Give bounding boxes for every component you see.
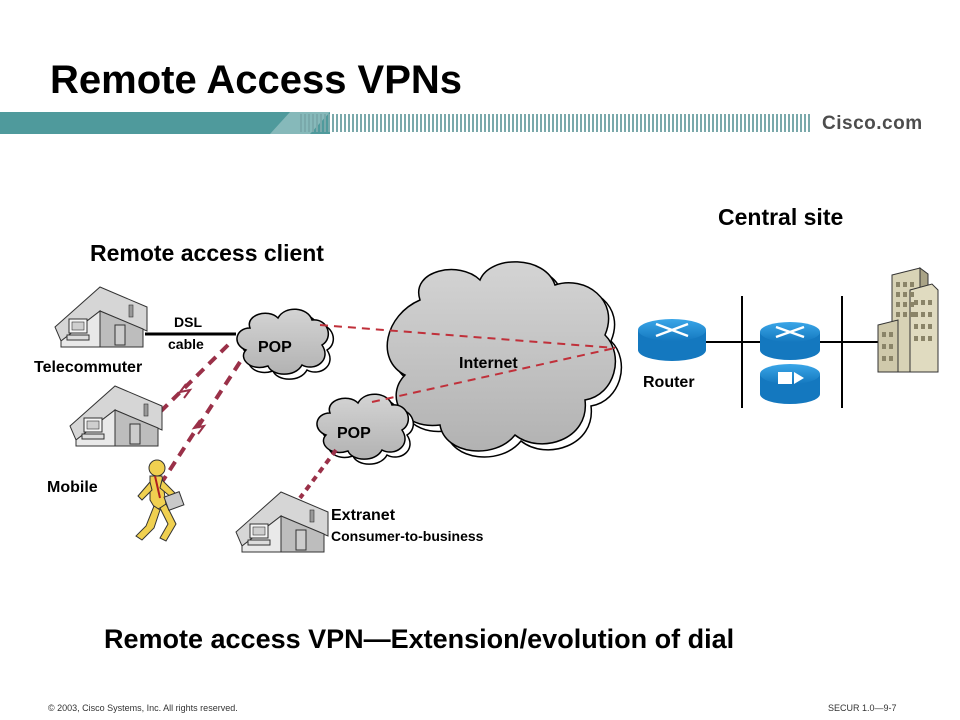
router-label: Router <box>643 374 695 391</box>
pop-bottom-label: POP <box>337 425 371 442</box>
brand-logo-text: Cisco.com <box>822 113 923 134</box>
cable-label: cable <box>168 336 204 352</box>
footer-copyright: © 2003, Cisco Systems, Inc. All rights r… <box>48 703 238 713</box>
pop-top-cloud-icon <box>236 308 335 380</box>
router-secondary-icon <box>760 322 820 360</box>
access-links <box>150 343 338 500</box>
vpn-concentrator-icon <box>760 364 820 404</box>
mobile-label: Mobile <box>47 479 98 496</box>
dsl-label: DSL <box>174 314 202 330</box>
consumer-to-business-label: Consumer-to-business <box>331 528 484 544</box>
main-statement: Remote access VPN—Extension/evolution of… <box>104 624 735 654</box>
internet-label: Internet <box>459 355 518 372</box>
house-extranet-icon <box>235 491 329 553</box>
central-site-label: Central site <box>718 204 844 230</box>
remote-access-client-label: Remote access client <box>90 240 324 266</box>
building-icon <box>877 267 939 373</box>
pop-top-label: POP <box>258 339 292 356</box>
vpn-tunnels <box>319 324 616 403</box>
mobile-worker-icon <box>135 459 185 542</box>
extranet-label: Extranet <box>331 507 396 524</box>
pop-bottom-cloud-icon <box>316 393 415 465</box>
header-band <box>0 112 960 134</box>
internet-cloud-icon <box>386 261 622 458</box>
telecommuter-label: Telecommuter <box>34 359 143 376</box>
slide-title: Remote Access VPNs <box>50 58 463 102</box>
router-icon <box>638 319 706 361</box>
house-telecommuter-icon <box>54 286 148 348</box>
footer-course-code: SECUR 1.0—9-7 <box>828 703 897 713</box>
house-mobile-icon <box>69 385 163 447</box>
